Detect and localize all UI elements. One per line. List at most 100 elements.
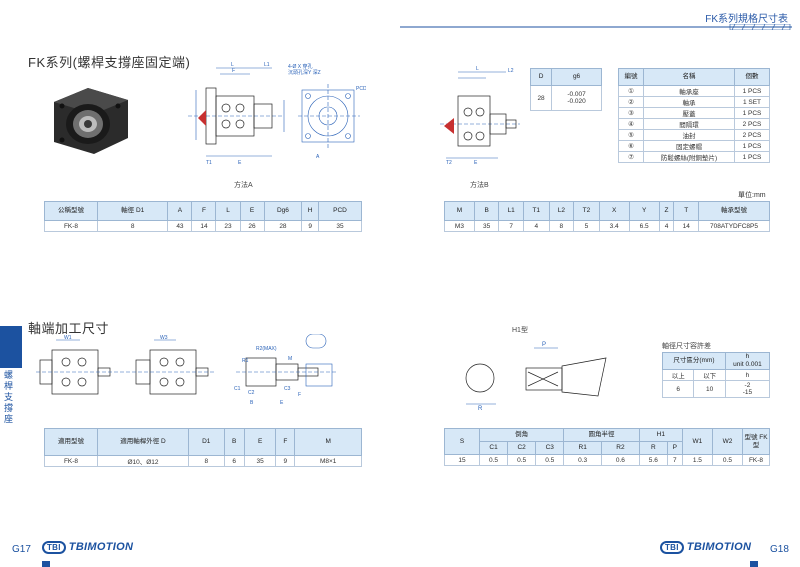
cell: 4 (522, 220, 550, 232)
g6-upper: -0.007 (567, 91, 586, 98)
cell: 35 (473, 220, 500, 232)
cell: 以上 (661, 369, 695, 381)
col-w1: W1 (681, 428, 713, 455)
cell: 5.6 (638, 454, 668, 466)
col-c3: C3 (535, 441, 565, 455)
table-row: FK-8 8 43 14 23 26 28 9 35 (44, 220, 363, 232)
cell: 0.5 (535, 454, 565, 466)
cell-d: 28 (529, 85, 553, 111)
cell: ⑦ (618, 151, 644, 163)
label-e: E (238, 160, 242, 166)
page-number-right: G18 (770, 544, 789, 555)
col-chamfer: 倒角 (478, 428, 565, 442)
h-unit: unit 0.001 (733, 361, 762, 368)
unit-label: 單位:mm (738, 192, 766, 199)
col-c2: C2 (507, 441, 537, 455)
cell-g6: -0.007 -0.020 (551, 85, 602, 111)
cell: -2 -15 (724, 380, 771, 398)
cell: 防鬆螺絲(附銅墊片) (643, 151, 735, 163)
label-l1: L1 (264, 62, 270, 68)
label-f: F (232, 68, 235, 74)
col-p: P (666, 441, 683, 455)
logo-text: TBIMOTION (686, 541, 752, 553)
col-x: X (598, 201, 630, 221)
cell: 6.5 (628, 220, 660, 232)
cell: 9 (275, 455, 296, 467)
label-a: A (316, 154, 320, 160)
cell: 7 (498, 220, 524, 232)
cell: 0.6 (601, 454, 640, 466)
cell: ② (618, 96, 644, 108)
product-photo (54, 88, 128, 154)
tol-lower: -15 (742, 389, 753, 396)
col-model: 適用型號 (44, 428, 98, 456)
col-radius: 圓角半徑 (563, 428, 640, 442)
logo-text: TBIMOTION (68, 541, 134, 553)
tol-upper: -2 (744, 382, 751, 389)
col-f: F (191, 201, 217, 221)
cell: FK-8 (44, 220, 98, 232)
side-tab (0, 326, 22, 368)
cell: 3.4 (598, 220, 630, 232)
cell: 14 (191, 220, 217, 232)
svg-text:B: B (250, 400, 254, 406)
cell: 6 (223, 455, 245, 467)
col-z: Z (658, 201, 675, 221)
cell: 35 (317, 220, 363, 232)
col-name: 名稱 (643, 68, 735, 86)
cell: 8 (548, 220, 575, 232)
svg-text:R: R (478, 406, 483, 410)
cell: h (724, 369, 771, 381)
table-row: 6 10 -2 -15 (661, 380, 771, 398)
col-shaft-od: 適用軸桿外徑 D (97, 428, 189, 456)
col-h: H (301, 201, 319, 221)
drawing-method-a: L L1 F E T1 4-Ø X 穿孔 沉頭孔深Y 深Z A PCD (188, 62, 366, 166)
svg-text:L: L (476, 66, 479, 72)
col-e: E (239, 201, 265, 221)
cell: Ø10、Ø12 (97, 455, 189, 467)
cell: 708ATYDFC8P5 (698, 220, 770, 232)
page-number-left: G17 (12, 544, 31, 555)
col-r2: R2 (601, 441, 640, 455)
chamfer-table: S 倒角 圓角半徑 H1 W1 W2 型號 FK型 C1 C2 C3 R1 R2… (444, 428, 770, 466)
col-e: E (243, 428, 277, 456)
footer-bar-right (750, 561, 758, 567)
drawing-h1-type: R P (465, 342, 607, 410)
svg-text:M: M (288, 356, 292, 362)
cell: 1 PCS (734, 140, 770, 152)
col-d1: 軸徑 D1 (96, 201, 169, 221)
cell: 2 PCS (734, 118, 770, 130)
table-row: FK-8 Ø10、Ø12 8 6 35 9 M8×1 (44, 455, 362, 467)
col-size: 尺寸區分(mm) (662, 352, 726, 370)
label-l: L (231, 62, 234, 68)
footer-bar-left (42, 561, 50, 567)
col-c1: C1 (478, 441, 509, 455)
col-h1: H1 (638, 428, 683, 442)
cell: 7 (666, 454, 683, 466)
spec-table-b: M B L1 T1 L2 T2 X Y Z T 軸承型號 M3 35 7 4 8… (444, 201, 770, 232)
cell: 1 SET (734, 96, 770, 108)
svg-text:L2: L2 (508, 68, 514, 74)
svg-text:F: F (298, 392, 301, 398)
label-hole: 4-Ø X 穿孔 (288, 63, 312, 70)
cell: 8 (188, 455, 225, 467)
col-s: S (444, 428, 480, 455)
label-h1-type: H1型 (512, 327, 528, 334)
cell: 8 (96, 220, 169, 232)
cell: ① (618, 85, 644, 97)
table-row: 15 0.5 0.5 0.5 0.3 0.6 5.6 7 1.5 0.5 FK-… (444, 454, 770, 466)
svg-text:W3: W3 (160, 335, 168, 341)
col-l2: L2 (548, 201, 575, 221)
col-w2: W2 (711, 428, 744, 455)
cell: 間隔環 (643, 118, 735, 130)
cell: M3 (444, 220, 475, 232)
tolerance-small-table: 尺寸區分(mm) h unit 0.001 以上 以下 h 6 10 -2 -1… (661, 352, 771, 398)
col-model: 公稱型號 (44, 201, 98, 221)
svg-text:R1: R1 (242, 358, 249, 364)
label-counterbore: 沉頭孔深Y 深Z (288, 69, 321, 76)
